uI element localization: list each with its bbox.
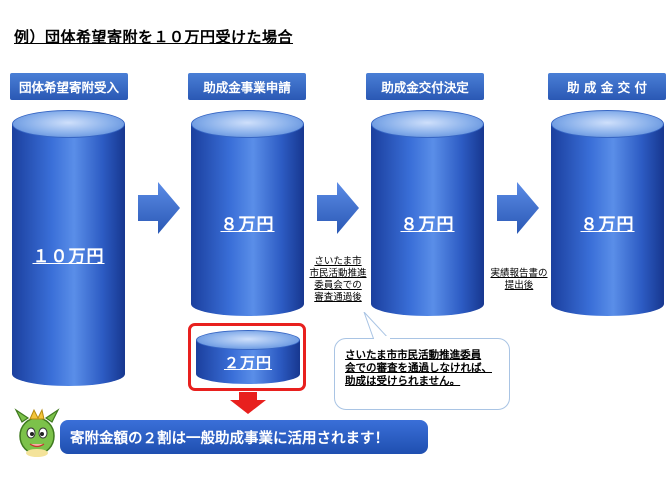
summary-banner: 寄附金額の２割は一般助成事業に活用されます！ <box>60 420 428 454</box>
warning-callout: さいたま市市民活動推進委員 会での審査を通過しなければ、 助成は受けられません。 <box>334 338 510 410</box>
note-report-submitted: 実績報告書の 提出後 <box>481 268 557 292</box>
callout-pointer-cover <box>374 336 390 340</box>
note-line: 実績報告書の <box>490 268 548 279</box>
amount-grant: ８万円 <box>580 215 635 235</box>
stage-label-decision: 助成金交付決定 <box>366 73 484 100</box>
amount-split: ２万円 <box>223 354 272 372</box>
note-line: さいたま市 <box>314 256 362 267</box>
cylinder-split: ２万円 <box>196 330 300 384</box>
callout-line: 会での審査を通過しなければ、 <box>345 362 492 374</box>
split-highlight-frame <box>188 323 306 391</box>
note-line: 提出後 <box>504 280 534 291</box>
cylinder-grant: ８万円 <box>551 110 664 316</box>
note-line: 審査通過後 <box>314 292 362 303</box>
cylinder-application: ８万円 <box>191 110 304 316</box>
note-line: 委員会での <box>314 280 362 291</box>
arrow-right-icon <box>138 182 180 234</box>
amount-application: ８万円 <box>220 215 275 235</box>
arrow-down-icon <box>230 392 266 414</box>
amount-decision: ８万円 <box>400 215 455 235</box>
callout-line: 助成は受けられません。 <box>345 375 461 387</box>
amount-donation: １０万円 <box>32 247 105 267</box>
stage-label-donation: 団体希望寄附受入 <box>10 73 128 100</box>
arrow-right-icon <box>317 182 359 234</box>
mascot-icon <box>14 408 60 457</box>
stage-label-application: 助成金事業申請 <box>188 73 306 100</box>
note-committee-review: さいたま市 市民活動推進 委員会での 審査通過後 <box>300 256 376 304</box>
cylinder-decision: ８万円 <box>371 110 484 316</box>
note-line: 市民活動推進 <box>309 268 367 279</box>
page-title: 例）団体希望寄附を１０万円受けた場合 <box>14 28 294 46</box>
callout-line: さいたま市市民活動推進委員 <box>345 349 482 361</box>
cylinder-donation: １０万円 <box>12 110 125 386</box>
stage-label-grant: 助 成 金 交 付 <box>548 73 666 100</box>
arrow-right-icon <box>497 182 539 234</box>
